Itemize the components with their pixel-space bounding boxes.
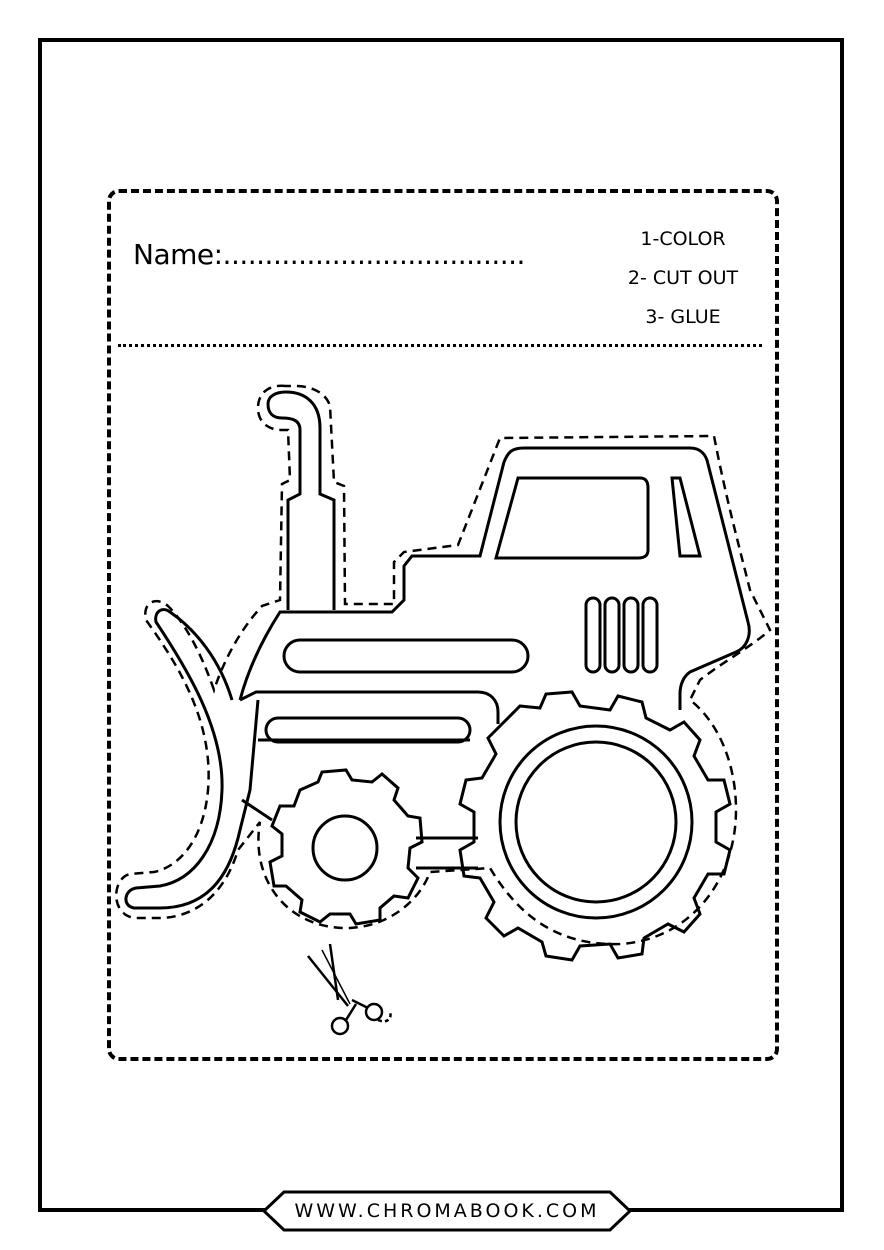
instruction-glue: 3- GLUE — [645, 306, 721, 328]
name-field-label: Name:...................................… — [133, 238, 525, 271]
tractor-body — [124, 390, 751, 962]
cut-line — [115, 384, 772, 946]
footer-url: WWW.CHROMABOOK.COM — [294, 1200, 600, 1222]
scissors-icon — [307, 943, 392, 1036]
worksheet-area — [107, 189, 779, 1061]
instructions-list: 1-COLOR 2- CUT OUT 3- GLUE — [598, 226, 768, 343]
instruction-cut-out: 2- CUT OUT — [627, 267, 739, 289]
header-divider — [118, 344, 762, 347]
footer-badge — [262, 1190, 632, 1232]
instruction-color: 1-COLOR — [640, 228, 726, 250]
